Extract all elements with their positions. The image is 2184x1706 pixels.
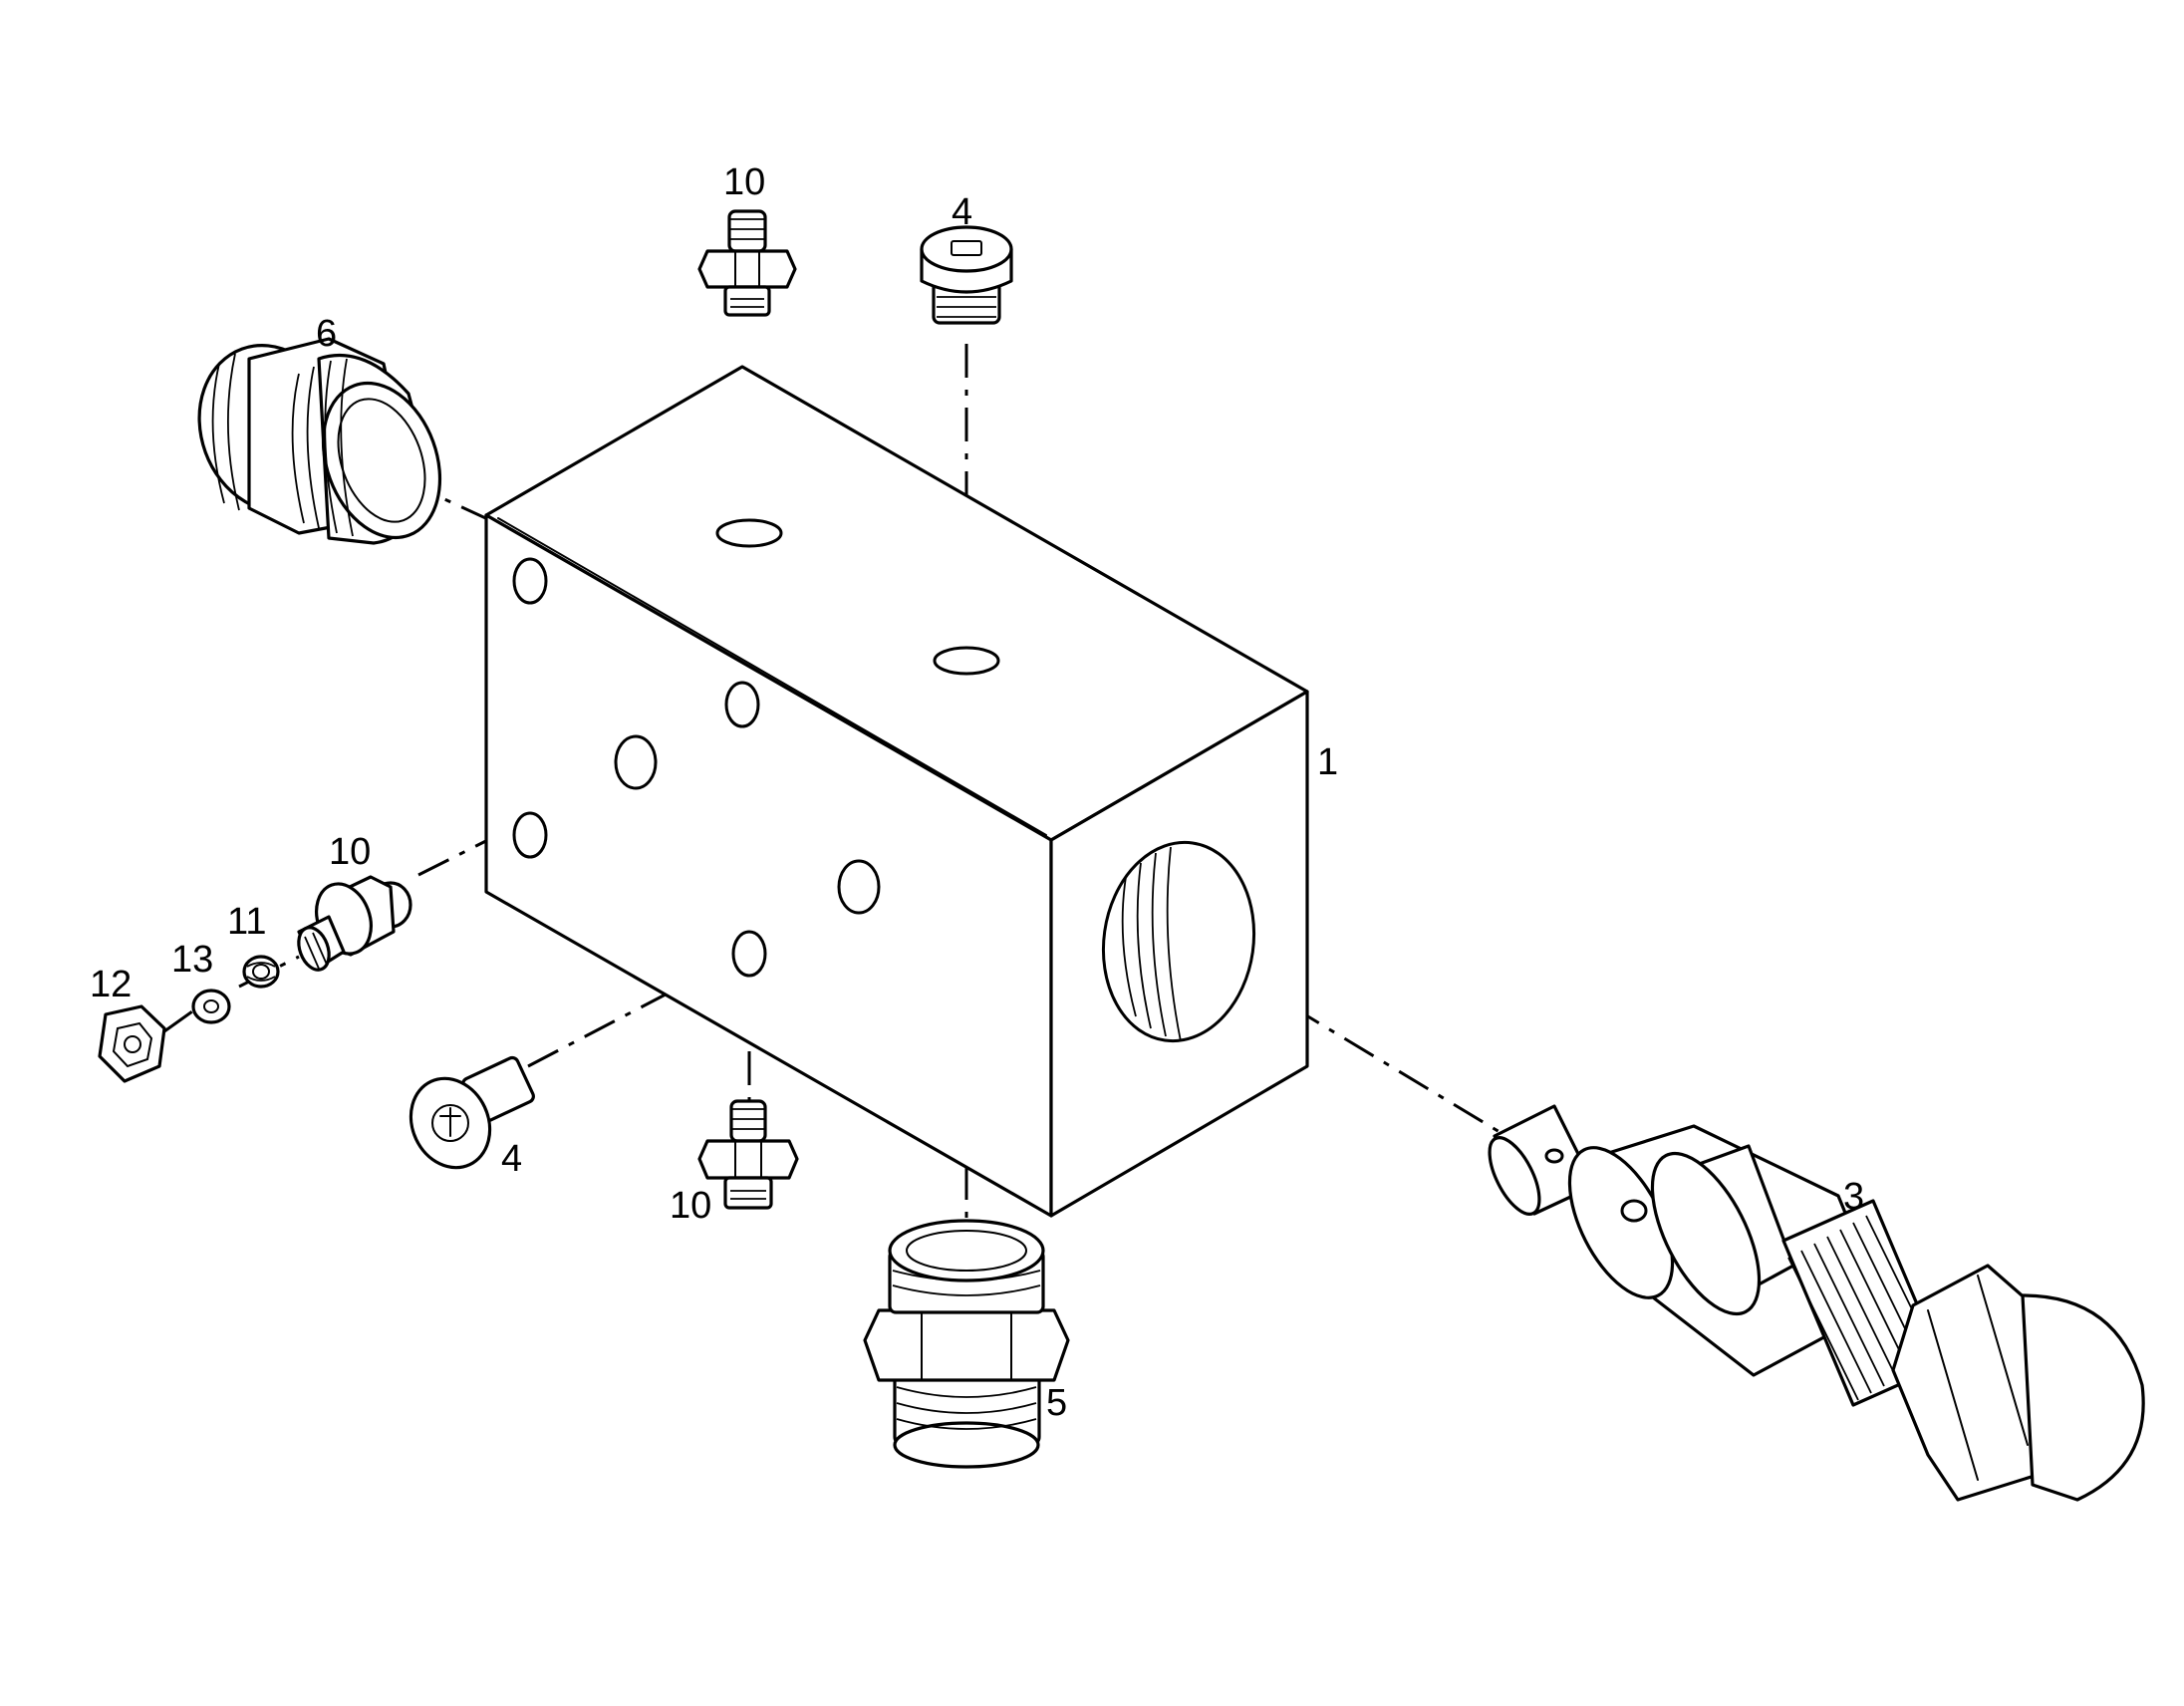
fitting-left xyxy=(197,337,442,545)
plug-front xyxy=(409,1055,535,1170)
callout-plug-top: 4 xyxy=(952,191,972,233)
callout-nipple-top: 10 xyxy=(723,161,765,203)
callout-seal: 11 xyxy=(227,901,266,943)
callout-fitting-left: 6 xyxy=(316,313,337,355)
plug-top xyxy=(920,225,1013,325)
callout-nut: 12 xyxy=(90,964,132,1005)
callout-fitting-bottom: 5 xyxy=(1046,1382,1067,1424)
manifold-block xyxy=(484,365,1309,1218)
callout-plug-front: 4 xyxy=(501,1138,522,1180)
callouts: 1 3 4 4 5 6 10 10 10 11 12 13 xyxy=(90,161,1864,1424)
callout-nipple-bottom: 10 xyxy=(670,1185,711,1227)
nipple-left xyxy=(297,875,412,972)
callout-block: 1 xyxy=(1317,741,1338,783)
sensor xyxy=(1488,1104,2145,1502)
callout-sensor: 3 xyxy=(1843,1176,1864,1218)
callout-washer: 13 xyxy=(171,939,213,981)
seal xyxy=(242,955,280,989)
nipple-top xyxy=(697,209,797,317)
nut xyxy=(98,1004,166,1083)
fitting-bottom xyxy=(863,1219,1070,1469)
callout-nipple-left: 10 xyxy=(329,831,371,873)
washer xyxy=(191,989,231,1024)
nipple-bottom xyxy=(697,1099,799,1210)
